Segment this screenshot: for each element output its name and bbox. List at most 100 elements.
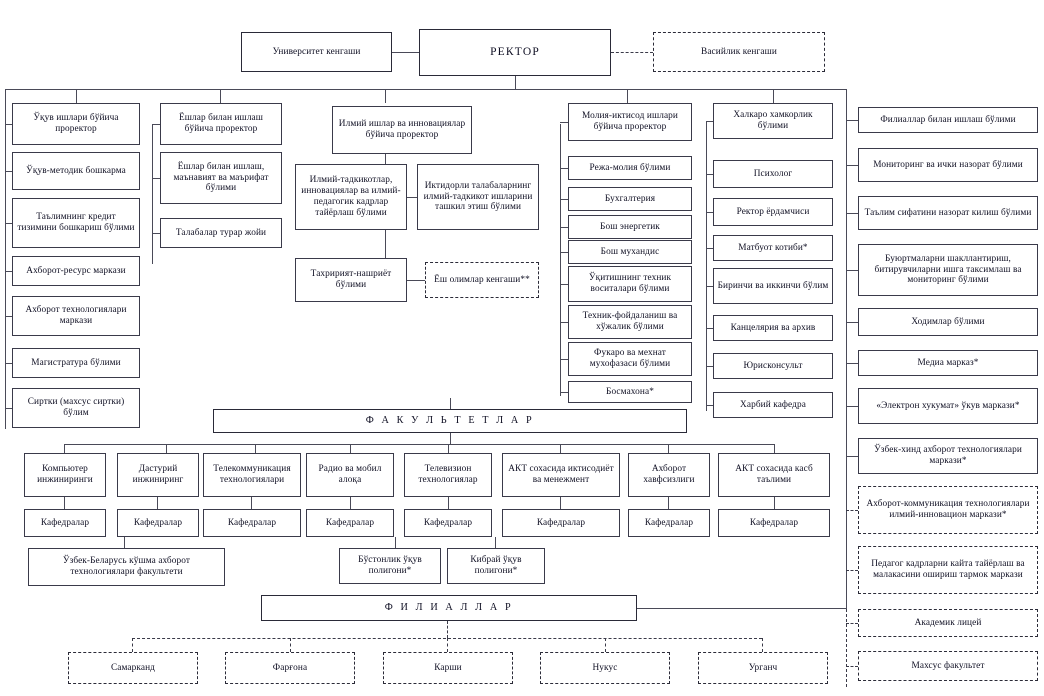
drop-rector-direct — [773, 89, 774, 103]
tick-finance-1 — [560, 168, 568, 169]
box-academic-item-2[interactable]: Ахборот-ресурс маркази — [12, 256, 140, 286]
box-academic-prorector[interactable]: Ўқув ишлари бўйича проректор — [12, 103, 140, 145]
box-academic-item-1[interactable]: Таълимнинг кредит тизимини бошкариш бўли… — [12, 198, 140, 248]
box-young-scientists-council[interactable]: Ёш олимлар кенгаши** — [425, 262, 539, 298]
stem-faculties-up — [450, 398, 451, 409]
tick-direct-5 — [706, 328, 713, 329]
box-faculty-4[interactable]: Телевизион технологиялар — [404, 453, 492, 497]
box-science-left-1[interactable]: Тахририят-нашриёт бўлими — [295, 258, 407, 302]
box-science-prorector[interactable]: Илмий ишлар ва инновациялар бўйича проре… — [332, 106, 472, 154]
link-council-rector — [392, 52, 419, 53]
stem-joint-faculty — [124, 537, 125, 548]
box-finance-item-4[interactable]: Ўқитишнинг техник воситалари бўлими — [568, 266, 692, 302]
tick-direct-6 — [706, 366, 713, 367]
box-faculty-5[interactable]: АКТ сохасида иктисодиёт ва менежмент — [502, 453, 620, 497]
box-kafedralar-4[interactable]: Кафедралар — [404, 509, 492, 537]
box-direct-item-7[interactable]: Харбий кафедра — [713, 392, 833, 418]
box-university-council[interactable]: Университет кенгаши — [241, 32, 392, 72]
box-faculty-1[interactable]: Дастурий инжиниринг — [117, 453, 199, 497]
box-branch-0[interactable]: Самарканд — [68, 652, 198, 684]
tick-youth-1 — [152, 178, 160, 179]
box-joint-faculty[interactable]: Ўзбек-Беларусь кўшма ахборот технологиял… — [28, 548, 225, 586]
box-right-dashed-3[interactable]: Махсус факультет — [858, 651, 1038, 681]
box-branch-2[interactable]: Карши — [383, 652, 513, 684]
box-right-solid-4[interactable]: Ходимлар бўлими — [858, 308, 1038, 336]
box-right-solid-6[interactable]: «Электрон хукумат» ўкув маркази* — [858, 388, 1038, 424]
box-right-dashed-1[interactable]: Педагог кадрларни кайта тайёрлаш ва мала… — [858, 546, 1038, 594]
box-academic-item-3[interactable]: Ахборот технологиялари маркази — [12, 296, 140, 336]
tick-direct-0 — [706, 121, 713, 122]
tick-finance-8 — [560, 392, 568, 393]
box-right-solid-0[interactable]: Филиаллар билан ишлаш бўлими — [858, 107, 1038, 133]
box-finance-item-2[interactable]: Бош энергетик — [568, 215, 692, 239]
stem-kafedra-2 — [251, 497, 252, 509]
box-faculty-0[interactable]: Компьютер инжиниринги — [24, 453, 106, 497]
box-faculty-6[interactable]: Ахборот хавфсизлиги — [628, 453, 710, 497]
box-right-solid-5[interactable]: Медиа марказ* — [858, 350, 1038, 376]
box-direct-item-5[interactable]: Канцелярия ва архив — [713, 315, 833, 341]
box-kafedralar-3[interactable]: Кафедралар — [306, 509, 394, 537]
tick-right-dashed-3 — [846, 666, 858, 667]
box-kafedralar-6[interactable]: Кафедралар — [628, 509, 710, 537]
box-youth-item-0[interactable]: Ёшлар билан ишлаш, маънавият ва маърифат… — [160, 152, 282, 204]
tick-finance-3 — [560, 227, 568, 228]
drop-academic — [76, 89, 77, 103]
banner-branches[interactable]: Ф И Л И А Л Л А Р — [261, 595, 637, 621]
box-right-dashed-2[interactable]: Академик лицей — [858, 609, 1038, 637]
box-faculty-7[interactable]: АКТ сохасида касб таълими — [718, 453, 830, 497]
drop-faculty-5 — [560, 444, 561, 453]
box-kafedralar-5[interactable]: Кафедралар — [502, 509, 620, 537]
box-right-solid-1[interactable]: Мониторинг ва ички назорат бўлими — [858, 148, 1038, 182]
box-finance-item-3[interactable]: Бош мухандис — [568, 240, 692, 264]
box-faculty-2[interactable]: Телекоммуникация технологиялари — [203, 453, 301, 497]
box-direct-item-0[interactable]: Халкаро хамкорлик бўлими — [713, 103, 833, 139]
box-kafedralar-2[interactable]: Кафедралар — [203, 509, 301, 537]
box-right-solid-3[interactable]: Буюртмаларни шакллантириш, битирувчиларн… — [858, 244, 1038, 296]
box-branch-3[interactable]: Нукус — [540, 652, 670, 684]
box-kafedralar-0[interactable]: Кафедралар — [24, 509, 106, 537]
box-direct-item-1[interactable]: Психолог — [713, 160, 833, 188]
tick-academic-5 — [5, 363, 12, 364]
box-finance-item-1[interactable]: Бухгалтерия — [568, 187, 692, 211]
tick-academic-2 — [5, 223, 12, 224]
tick-finance-2 — [560, 199, 568, 200]
box-direct-item-2[interactable]: Ректор ёрдамчиси — [713, 198, 833, 226]
box-academic-item-4[interactable]: Магистратура бўлими — [12, 348, 140, 378]
stem-branches-down — [447, 621, 448, 638]
box-right-solid-2[interactable]: Таълим сифатини назорат килиш бўлими — [858, 196, 1038, 230]
box-branch-4[interactable]: Урганч — [698, 652, 828, 684]
box-polygon-0[interactable]: Бўстонлик ўқув полигони* — [339, 548, 441, 584]
box-academic-item-5[interactable]: Сиртки (махсус сиртки) бўлим — [12, 388, 140, 428]
box-finance-item-5[interactable]: Техник-фойдаланиш ва хўжалик бўлими — [568, 305, 692, 339]
banner-faculties[interactable]: Ф А К У Л Ь Т Е Т Л А Р — [213, 409, 687, 433]
box-youth-prorector[interactable]: Ёшлар билан ишлаш бўйича проректор — [160, 103, 282, 145]
box-finance-item-0[interactable]: Режа-молия бўлими — [568, 156, 692, 180]
drop-science — [385, 89, 386, 103]
stem-kafedra-7 — [774, 497, 775, 509]
box-finance-item-7[interactable]: Босмахона* — [568, 381, 692, 403]
tick-direct-2 — [706, 212, 713, 213]
box-direct-item-4[interactable]: Биринчи ва иккинчи бўлим — [713, 268, 833, 304]
box-rector[interactable]: РЕКТОР — [419, 29, 611, 76]
box-kafedralar-1[interactable]: Кафедралар — [117, 509, 199, 537]
box-youth-item-1[interactable]: Талабалар турар жойи — [160, 218, 282, 248]
trunk-academic — [5, 89, 6, 429]
box-direct-item-3[interactable]: Матбуот котиби* — [713, 235, 833, 261]
box-branch-1[interactable]: Фарғона — [225, 652, 355, 684]
box-right-dashed-0[interactable]: Ахборот-коммуникация технологиялари илми… — [858, 486, 1038, 534]
box-right-solid-7[interactable]: Ўзбек-хинд ахборот технологиялари марказ… — [858, 438, 1038, 474]
tick-academic-4 — [5, 316, 12, 317]
drop-faculty-4 — [448, 444, 449, 453]
box-finance-prorector[interactable]: Молия-иктисод ишлари бўйича проректор — [568, 103, 692, 141]
box-kafedralar-7[interactable]: Кафедралар — [718, 509, 830, 537]
box-science-right-0[interactable]: Иктидорли талабаларнинг илмий-тадкикот и… — [417, 164, 539, 230]
box-polygon-1[interactable]: Кибрай ўқув полигони* — [447, 548, 545, 584]
box-faculty-3[interactable]: Радио ва мобил алоқа — [306, 453, 394, 497]
box-academic-item-0[interactable]: Ўқув-методик бошкарма — [12, 152, 140, 190]
box-science-left-0[interactable]: Илмий-тадкикотлар, инновациялар ва илмий… — [295, 164, 407, 230]
box-finance-item-6[interactable]: Фукаро ва мехнат мухофазаси бўлими — [568, 342, 692, 376]
box-direct-item-6[interactable]: Юрисконсульт — [713, 353, 833, 379]
box-trustee-council[interactable]: Васийлик кенгаши — [653, 32, 825, 72]
tick-finance-6 — [560, 322, 568, 323]
link-rector-trustee — [611, 52, 653, 53]
